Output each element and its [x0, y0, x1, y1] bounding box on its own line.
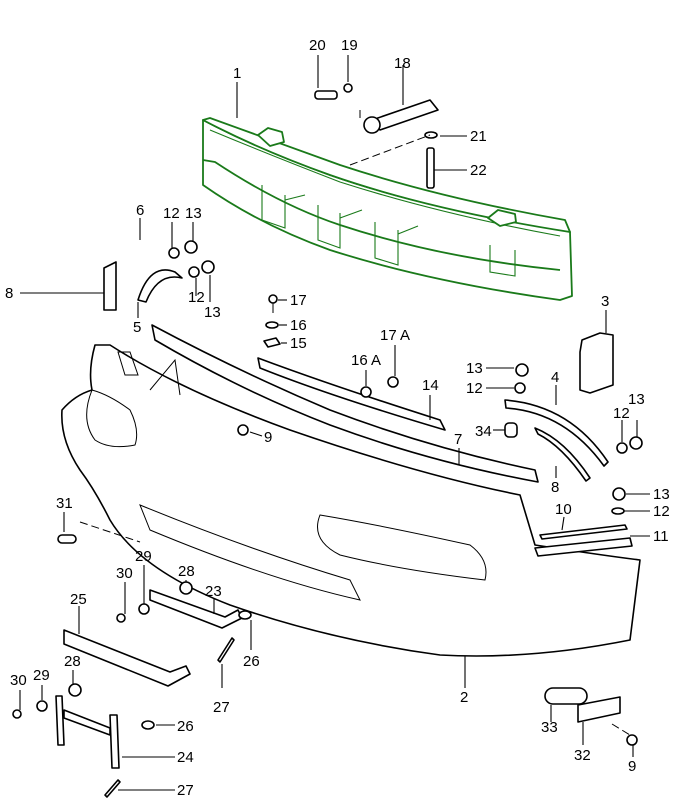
reinforcement-bar[interactable] [202, 117, 573, 301]
screw-17[interactable] [268, 294, 278, 313]
bracket-32[interactable] [577, 696, 621, 723]
bolt-9a[interactable] [237, 424, 249, 436]
callout-2: 2 [460, 689, 468, 706]
callout-1: 1 [233, 65, 241, 82]
screw-30a[interactable] [116, 613, 126, 623]
callout-22: 22 [470, 162, 487, 179]
callout-6: 6 [136, 202, 144, 219]
grommet-34[interactable] [504, 422, 518, 438]
bumper-cover[interactable] [61, 344, 641, 657]
bracket-24[interactable] [55, 695, 120, 769]
callout-25: 25 [70, 591, 87, 608]
callout-8-right: 8 [551, 479, 559, 496]
bolt-22[interactable] [426, 147, 435, 189]
side-bracket[interactable] [579, 332, 614, 394]
bolt-20[interactable] [314, 90, 338, 100]
callout-17a: 17 A [380, 327, 410, 344]
left-trim-arc[interactable] [103, 261, 183, 311]
washer-19[interactable] [343, 83, 353, 93]
callout-23: 23 [205, 583, 222, 600]
callout-28-b: 28 [64, 653, 81, 670]
callout-26-b: 26 [177, 718, 194, 735]
washer-16a[interactable] [360, 386, 372, 398]
callout-9-bumper: 9 [264, 429, 272, 446]
grommet-28b[interactable] [68, 683, 82, 697]
washer-29a[interactable] [138, 603, 150, 615]
callout-12-e: 12 [653, 503, 670, 520]
washer-29b[interactable] [36, 700, 48, 712]
clip-15[interactable] [263, 337, 281, 348]
callout-20: 20 [309, 37, 326, 54]
nut-13c[interactable] [515, 363, 529, 377]
callout-13-e: 13 [653, 486, 670, 503]
washer-21[interactable] [424, 131, 438, 139]
callout-33: 33 [541, 719, 558, 736]
callout-26-a: 26 [243, 653, 260, 670]
callout-17: 17 [290, 292, 307, 309]
grommet-28a[interactable] [179, 581, 193, 595]
nut-13a[interactable] [184, 240, 198, 254]
nut-13b[interactable] [201, 260, 215, 274]
callout-18: 18 [394, 55, 411, 72]
callout-27-a: 27 [213, 699, 230, 716]
washer-12a[interactable] [168, 247, 180, 259]
washer-16[interactable] [265, 321, 279, 329]
callout-16a: 16 A [351, 352, 381, 369]
callout-5: 5 [133, 319, 141, 336]
callout-29-b: 29 [33, 667, 50, 684]
callout-7: 7 [454, 431, 462, 448]
callout-31: 31 [56, 495, 73, 512]
nut-13d[interactable] [629, 436, 643, 450]
clip-26b[interactable] [141, 720, 155, 730]
strip-10-11[interactable] [534, 524, 633, 557]
callout-9-bracket: 9 [628, 758, 636, 775]
plate-33[interactable] [544, 687, 588, 705]
callout-14: 14 [422, 377, 439, 394]
seal-strip[interactable] [257, 357, 446, 431]
right-trim-arc[interactable] [504, 399, 609, 482]
callout-12-d: 12 [613, 405, 630, 422]
callout-28-a: 28 [178, 563, 195, 580]
callout-12-b: 12 [188, 289, 205, 306]
callout-21: 21 [470, 128, 487, 145]
callout-10: 10 [555, 501, 572, 518]
callout-32: 32 [574, 747, 591, 764]
bolt-9b[interactable] [626, 734, 638, 746]
washer-12e[interactable] [611, 507, 625, 515]
mount-tube-18[interactable] [363, 99, 439, 134]
screw-27b[interactable] [104, 779, 121, 798]
upper-trim-strip[interactable] [151, 324, 539, 483]
nut-13e[interactable] [612, 487, 626, 501]
pin-31[interactable] [57, 534, 77, 544]
washer-12b[interactable] [188, 266, 200, 278]
callout-13-d: 13 [628, 391, 645, 408]
callout-3: 3 [601, 293, 609, 310]
bracket-25[interactable] [63, 629, 191, 687]
callout-4: 4 [551, 369, 559, 386]
screw-30b[interactable] [12, 709, 22, 719]
callout-labels: 1 2 3 4 5 6 7 8 8 9 9 10 11 12 12 12 12 … [5, 37, 670, 799]
callout-12-a: 12 [163, 205, 180, 222]
callout-8-left: 8 [5, 285, 13, 302]
screw-27a[interactable] [217, 637, 235, 663]
washer-12c[interactable] [514, 382, 526, 394]
callout-27-b: 27 [177, 782, 194, 799]
callout-24: 24 [177, 749, 194, 766]
callout-30-b: 30 [10, 672, 27, 689]
callout-13-b: 13 [204, 304, 221, 321]
callout-30-a: 30 [116, 565, 133, 582]
callout-16: 16 [290, 317, 307, 334]
callout-13-c: 13 [466, 360, 483, 377]
callout-15: 15 [290, 335, 307, 352]
callout-34: 34 [475, 423, 492, 440]
screw-17a[interactable] [387, 376, 399, 388]
washer-12d[interactable] [616, 442, 628, 454]
clip-26a[interactable] [238, 610, 252, 620]
callout-13-a: 13 [185, 205, 202, 222]
callout-29-a: 29 [135, 548, 152, 565]
callout-11: 11 [653, 528, 669, 545]
callout-12-c: 12 [466, 380, 483, 397]
leader-lines [19, 55, 650, 791]
callout-19: 19 [341, 37, 358, 54]
